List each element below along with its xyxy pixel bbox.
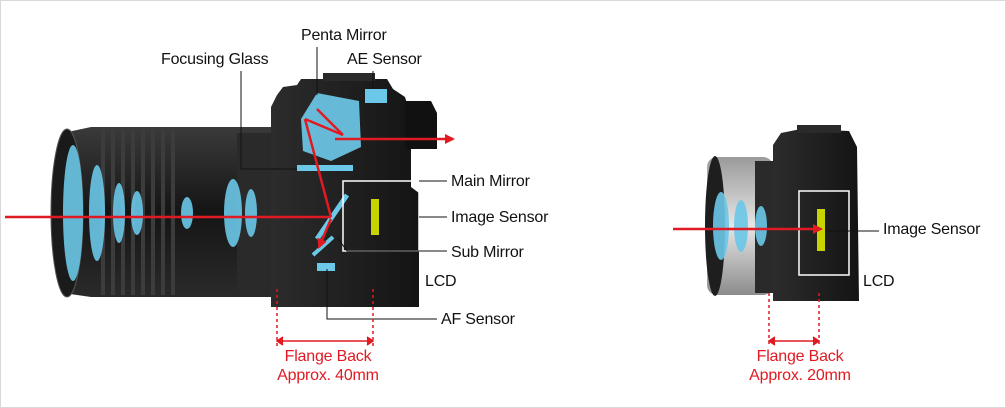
mirrorless-lcd-label: LCD bbox=[863, 273, 895, 290]
dslr-camera bbox=[5, 47, 455, 347]
mirrorless-sensor-frame bbox=[798, 190, 850, 276]
dslr-lcd-label: LCD bbox=[425, 273, 457, 290]
dslr-leader-lines bbox=[240, 47, 447, 320]
af-sensor-shape bbox=[317, 263, 335, 271]
mirrorless-lens-elements bbox=[713, 192, 767, 260]
dslr-flange-back-text: Flange Back Approx. 40mm bbox=[263, 347, 393, 385]
mirrorless-hotshoe bbox=[797, 125, 841, 133]
mirrorless-camera bbox=[673, 125, 879, 347]
mirrorless-flange-back-distance: Approx. 20mm bbox=[749, 367, 851, 384]
mirrorless-flange-back-bracket bbox=[767, 293, 821, 347]
dslr-light-path bbox=[5, 108, 455, 249]
focusing-glass-shape bbox=[297, 165, 353, 171]
mirrorless-image-sensor-label: Image Sensor bbox=[883, 221, 981, 238]
focusing-glass-label: Focusing Glass bbox=[161, 51, 269, 68]
main-mirror-label: Main Mirror bbox=[451, 173, 530, 190]
dslr-viewfinder-eyepiece bbox=[405, 101, 437, 149]
dslr-image-sensor-shape bbox=[371, 199, 379, 235]
penta-mirror-shape bbox=[301, 93, 361, 161]
dslr-flange-back-distance: Approx. 40mm bbox=[277, 367, 379, 384]
sub-mirror-label: Sub Mirror bbox=[451, 244, 524, 261]
mirrorless-body bbox=[773, 129, 859, 301]
dslr-image-sensor-label: Image Sensor bbox=[451, 209, 549, 226]
dslr-flange-back-bracket bbox=[275, 289, 375, 347]
main-mirror-shape bbox=[314, 193, 350, 241]
af-sensor-label: AF Sensor bbox=[441, 311, 515, 328]
mirrorless-flange-back-text: Flange Back Approx. 20mm bbox=[735, 347, 865, 385]
dslr-hotshoe bbox=[323, 73, 375, 81]
mirrorless-flange-back-title: Flange Back bbox=[756, 348, 844, 365]
ae-sensor-label: AE Sensor bbox=[347, 51, 422, 68]
ae-sensor-shape bbox=[365, 89, 387, 103]
dslr-lens-elements bbox=[63, 145, 257, 281]
dslr-flange-back-title: Flange Back bbox=[284, 348, 372, 365]
penta-mirror-label: Penta Mirror bbox=[301, 27, 387, 44]
